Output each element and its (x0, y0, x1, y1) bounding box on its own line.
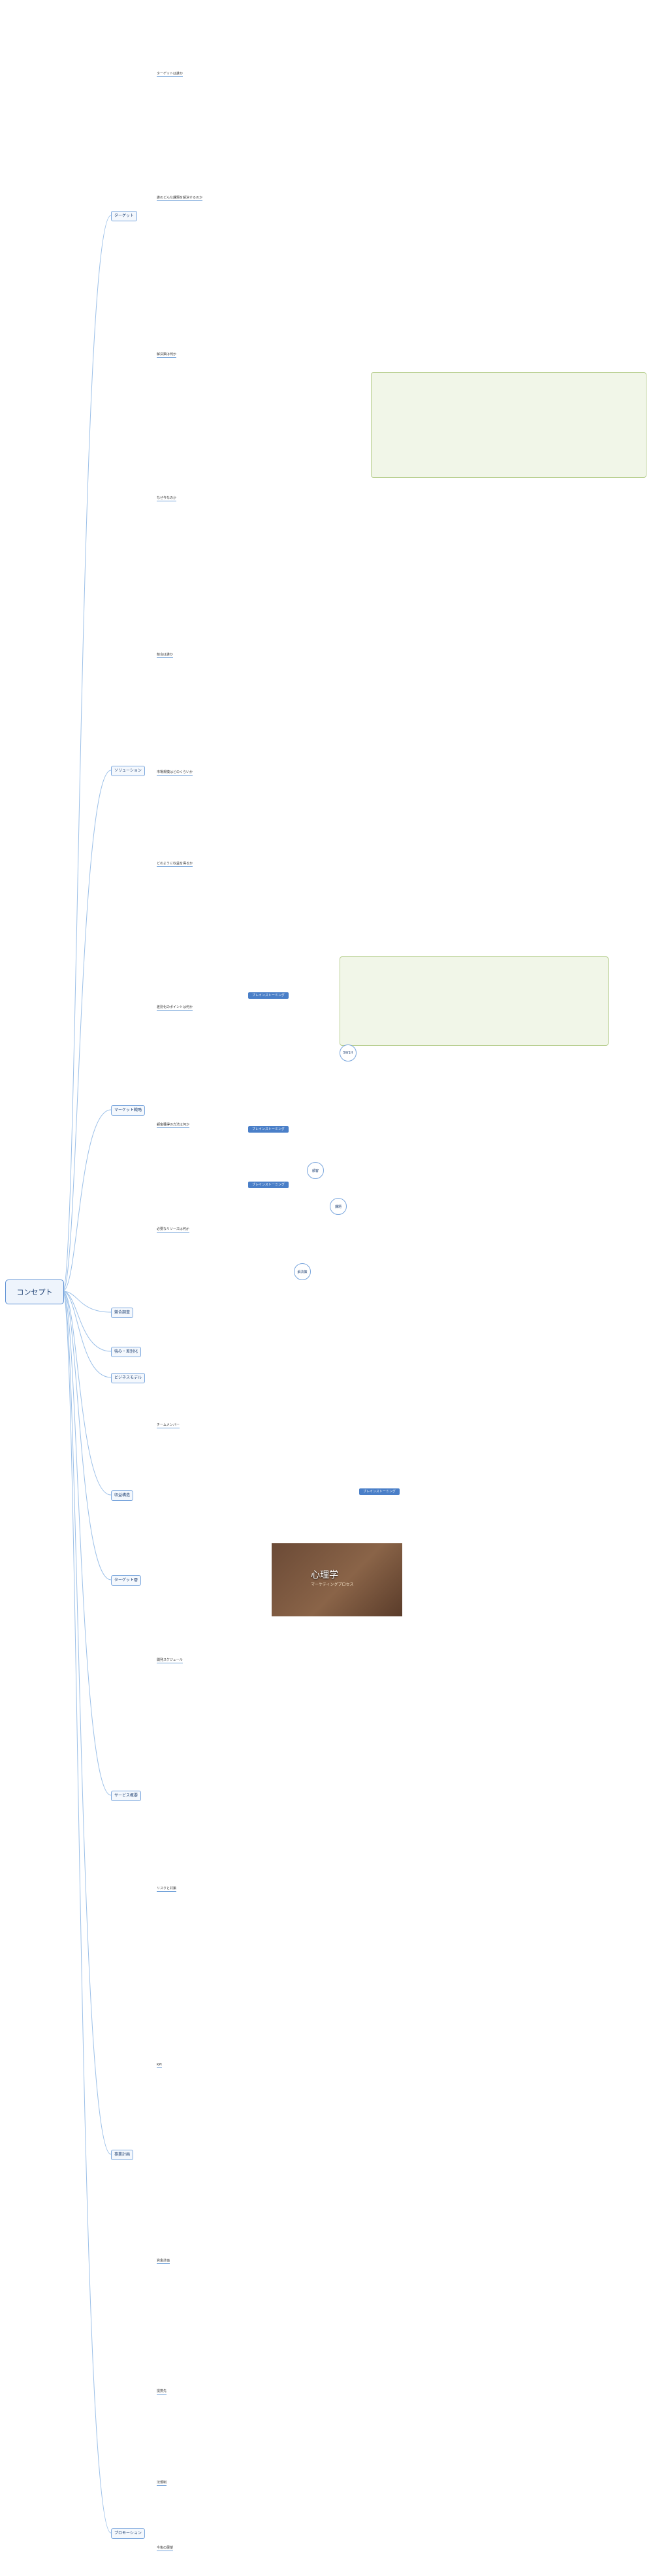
badge-2: ブレインストーミング (248, 1126, 289, 1133)
node-18[interactable]: 今後の展望 (157, 2546, 174, 2551)
branch-4[interactable]: 競合調査 (111, 1308, 134, 1318)
node-9[interactable]: 顧客獲得の方法は何か (157, 1123, 190, 1128)
node-8[interactable]: 差別化のポイントは何か (157, 1005, 193, 1011)
circle-node-4[interactable]: 解決策 (294, 1263, 311, 1280)
photo-subtitle: マーケティングプロセス (311, 1582, 354, 1587)
node-13[interactable]: リスクと対策 (157, 1887, 177, 1892)
branch-6-label: ビジネスモデル (114, 1375, 142, 1380)
node-2[interactable]: 誰のどんな課題を解決するのか (157, 196, 203, 201)
node-6[interactable]: 市場規模はどのくらいか (157, 770, 193, 776)
circle-node-3-label: 課題 (334, 1204, 342, 1209)
central-topic-label: コンセプト (16, 1288, 53, 1296)
embedded-photo: 心理学 マーケティングプロセス (272, 1543, 402, 1616)
branch-3[interactable]: マーケット戦略 (111, 1105, 146, 1116)
branch-10[interactable]: 事業計画 (111, 2150, 134, 2160)
node-1[interactable]: ターゲットは誰か (157, 72, 183, 77)
branch-5-label: 強み・差別化 (114, 1349, 138, 1354)
circle-node-1[interactable]: 5W1H (340, 1045, 357, 1061)
photo-title: 心理学 (311, 1570, 338, 1580)
branch-3-label: マーケット戦略 (114, 1108, 142, 1112)
central-topic[interactable]: コンセプト (5, 1280, 64, 1304)
node-5[interactable]: 競合は誰か (157, 653, 174, 658)
branch-5[interactable]: 強み・差別化 (111, 1347, 142, 1357)
branch-7[interactable]: 収益構造 (111, 1490, 134, 1501)
badge-4: ブレインストーミング (359, 1488, 400, 1495)
branch-4-label: 競合調査 (114, 1310, 131, 1315)
node-4[interactable]: なぜ今なのか (157, 496, 177, 501)
node-10[interactable]: 必要なリソースは何か (157, 1227, 189, 1233)
node-16[interactable]: 提携先 (157, 2389, 167, 2395)
node-15[interactable]: 資金計画 (157, 2259, 170, 2264)
branch-8-label: ターゲット層 (114, 1578, 138, 1582)
branch-2-label: ソリューション (114, 768, 142, 773)
branch-1-label: ターゲット (114, 213, 135, 218)
note-panel-1 (371, 372, 646, 478)
circle-node-2-label: 顧客 (311, 1169, 319, 1173)
branch-2[interactable]: ソリューション (111, 766, 145, 776)
node-7[interactable]: どのように収益を得るか (157, 862, 193, 867)
circle-node-1-label: 5W1H (343, 1051, 353, 1055)
branch-6[interactable]: ビジネスモデル (111, 1373, 146, 1383)
branch-11-label: プロモーション (114, 2531, 142, 2536)
circle-node-3[interactable]: 課題 (330, 1198, 347, 1215)
node-3[interactable]: 解決策は何か (157, 353, 177, 358)
node-17[interactable]: 法規制 (157, 2481, 167, 2486)
branch-9[interactable]: サービス概要 (111, 1791, 142, 1801)
node-12[interactable]: 開発スケジュール (157, 1658, 183, 1663)
branch-10-label: 事業計画 (114, 2152, 131, 2157)
note-panel-2 (340, 956, 609, 1046)
badge-1: ブレインストーミング (248, 992, 289, 999)
branch-11[interactable]: プロモーション (111, 2528, 145, 2539)
branch-9-label: サービス概要 (114, 1793, 138, 1798)
branch-7-label: 収益構造 (114, 1493, 131, 1498)
branch-8[interactable]: ターゲット層 (111, 1575, 142, 1586)
circle-node-2[interactable]: 顧客 (307, 1162, 324, 1179)
node-14[interactable]: KPI (157, 2063, 162, 2068)
branch-1[interactable]: ターゲット (111, 211, 138, 221)
node-11[interactable]: チームメンバー (157, 1423, 180, 1428)
circle-node-4-label: 解決策 (297, 1270, 308, 1274)
badge-3: ブレインストーミング (248, 1182, 289, 1188)
